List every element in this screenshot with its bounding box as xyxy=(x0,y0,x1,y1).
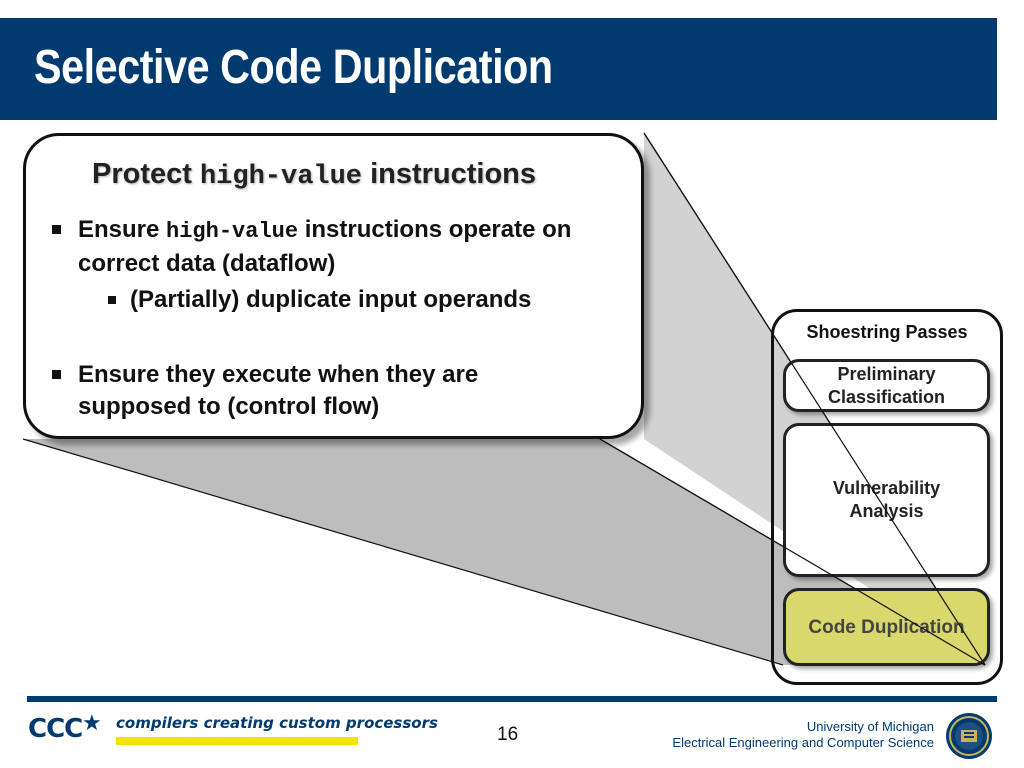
affiliation-department: Electrical Engineering and Computer Scie… xyxy=(672,735,934,750)
pass-label: Code Duplication xyxy=(808,616,965,638)
pass-label: Vulnerability xyxy=(832,478,941,498)
callout-heading: Protect high-value instructions xyxy=(92,158,536,192)
pass-label: Preliminary xyxy=(837,363,936,384)
heading-text: Protect xyxy=(92,158,200,190)
pass-preliminary-classification: Preliminary Classification xyxy=(783,359,990,412)
bullet-control-flow: Ensure they execute when they are suppos… xyxy=(52,359,598,423)
footer-rule xyxy=(27,696,997,702)
bullet-dataflow: Ensure high-value instructions operate o… xyxy=(52,214,638,280)
sub-bullet-text: (Partially) duplicate input operands xyxy=(130,286,532,313)
square-bullet-icon xyxy=(52,225,61,234)
pass-vulnerability-analysis: Vulnerability Analysis xyxy=(783,423,990,577)
bullet-text: Ensure they execute when they are suppos… xyxy=(78,361,479,420)
pass-label: Analysis xyxy=(849,501,924,521)
heading-code: high-value xyxy=(199,162,363,192)
university-seal-icon xyxy=(946,713,992,759)
page-number: 16 xyxy=(497,724,519,745)
sub-bullet-duplicate-operands: (Partially) duplicate input operands xyxy=(108,284,610,316)
bullet-text: Ensure xyxy=(78,216,167,243)
bullet-text-end: instructions operate on correct data (da… xyxy=(78,216,572,277)
star-icon: ★ xyxy=(82,710,102,735)
pass-code-duplication: Code Duplication xyxy=(783,588,990,666)
callout-box: Protect high-value instructions Ensure h… xyxy=(23,133,644,439)
square-bullet-icon xyxy=(108,296,116,304)
pass-label: Classification xyxy=(827,386,946,407)
logo-stripe xyxy=(116,737,358,745)
title-bar xyxy=(0,18,997,120)
square-bullet-icon xyxy=(52,370,61,379)
affiliation-university: University of Michigan xyxy=(806,719,934,734)
slide-title: Selective Code Duplication xyxy=(34,41,553,94)
logo-tagline: compilers creating custom processors xyxy=(116,714,438,732)
passes-title: Shoestring Passes xyxy=(806,322,968,342)
bullet-code: high-value xyxy=(166,219,299,244)
ccc-logo: CCC xyxy=(28,714,83,744)
heading-text-end: instructions xyxy=(362,158,537,190)
